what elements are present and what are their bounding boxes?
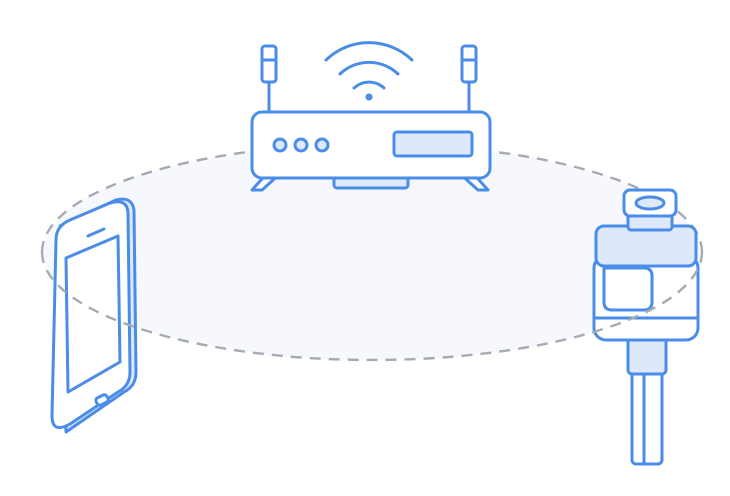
meter-pipe: [630, 360, 664, 466]
smartphone-icon: [50, 197, 138, 434]
router-display: [392, 130, 474, 158]
phone-screen: [64, 234, 122, 394]
router-light-1: [272, 137, 288, 153]
wifi-signal-icon: [324, 41, 414, 101]
meter-window: [602, 266, 654, 312]
ellipse-fill: [42, 144, 702, 360]
meter-band: [594, 224, 698, 268]
router-antenna-right: [460, 44, 478, 116]
router-body: [250, 110, 492, 180]
router-light-2: [293, 137, 309, 153]
router-antenna-left: [260, 44, 278, 116]
ellipse-dash-front: [40, 251, 704, 362]
water-meter-icon: [592, 188, 700, 466]
phone-earpiece: [86, 227, 106, 238]
wifi-router-icon: [250, 41, 492, 192]
phone-home-button: [94, 393, 110, 407]
router-light-3: [314, 137, 330, 153]
